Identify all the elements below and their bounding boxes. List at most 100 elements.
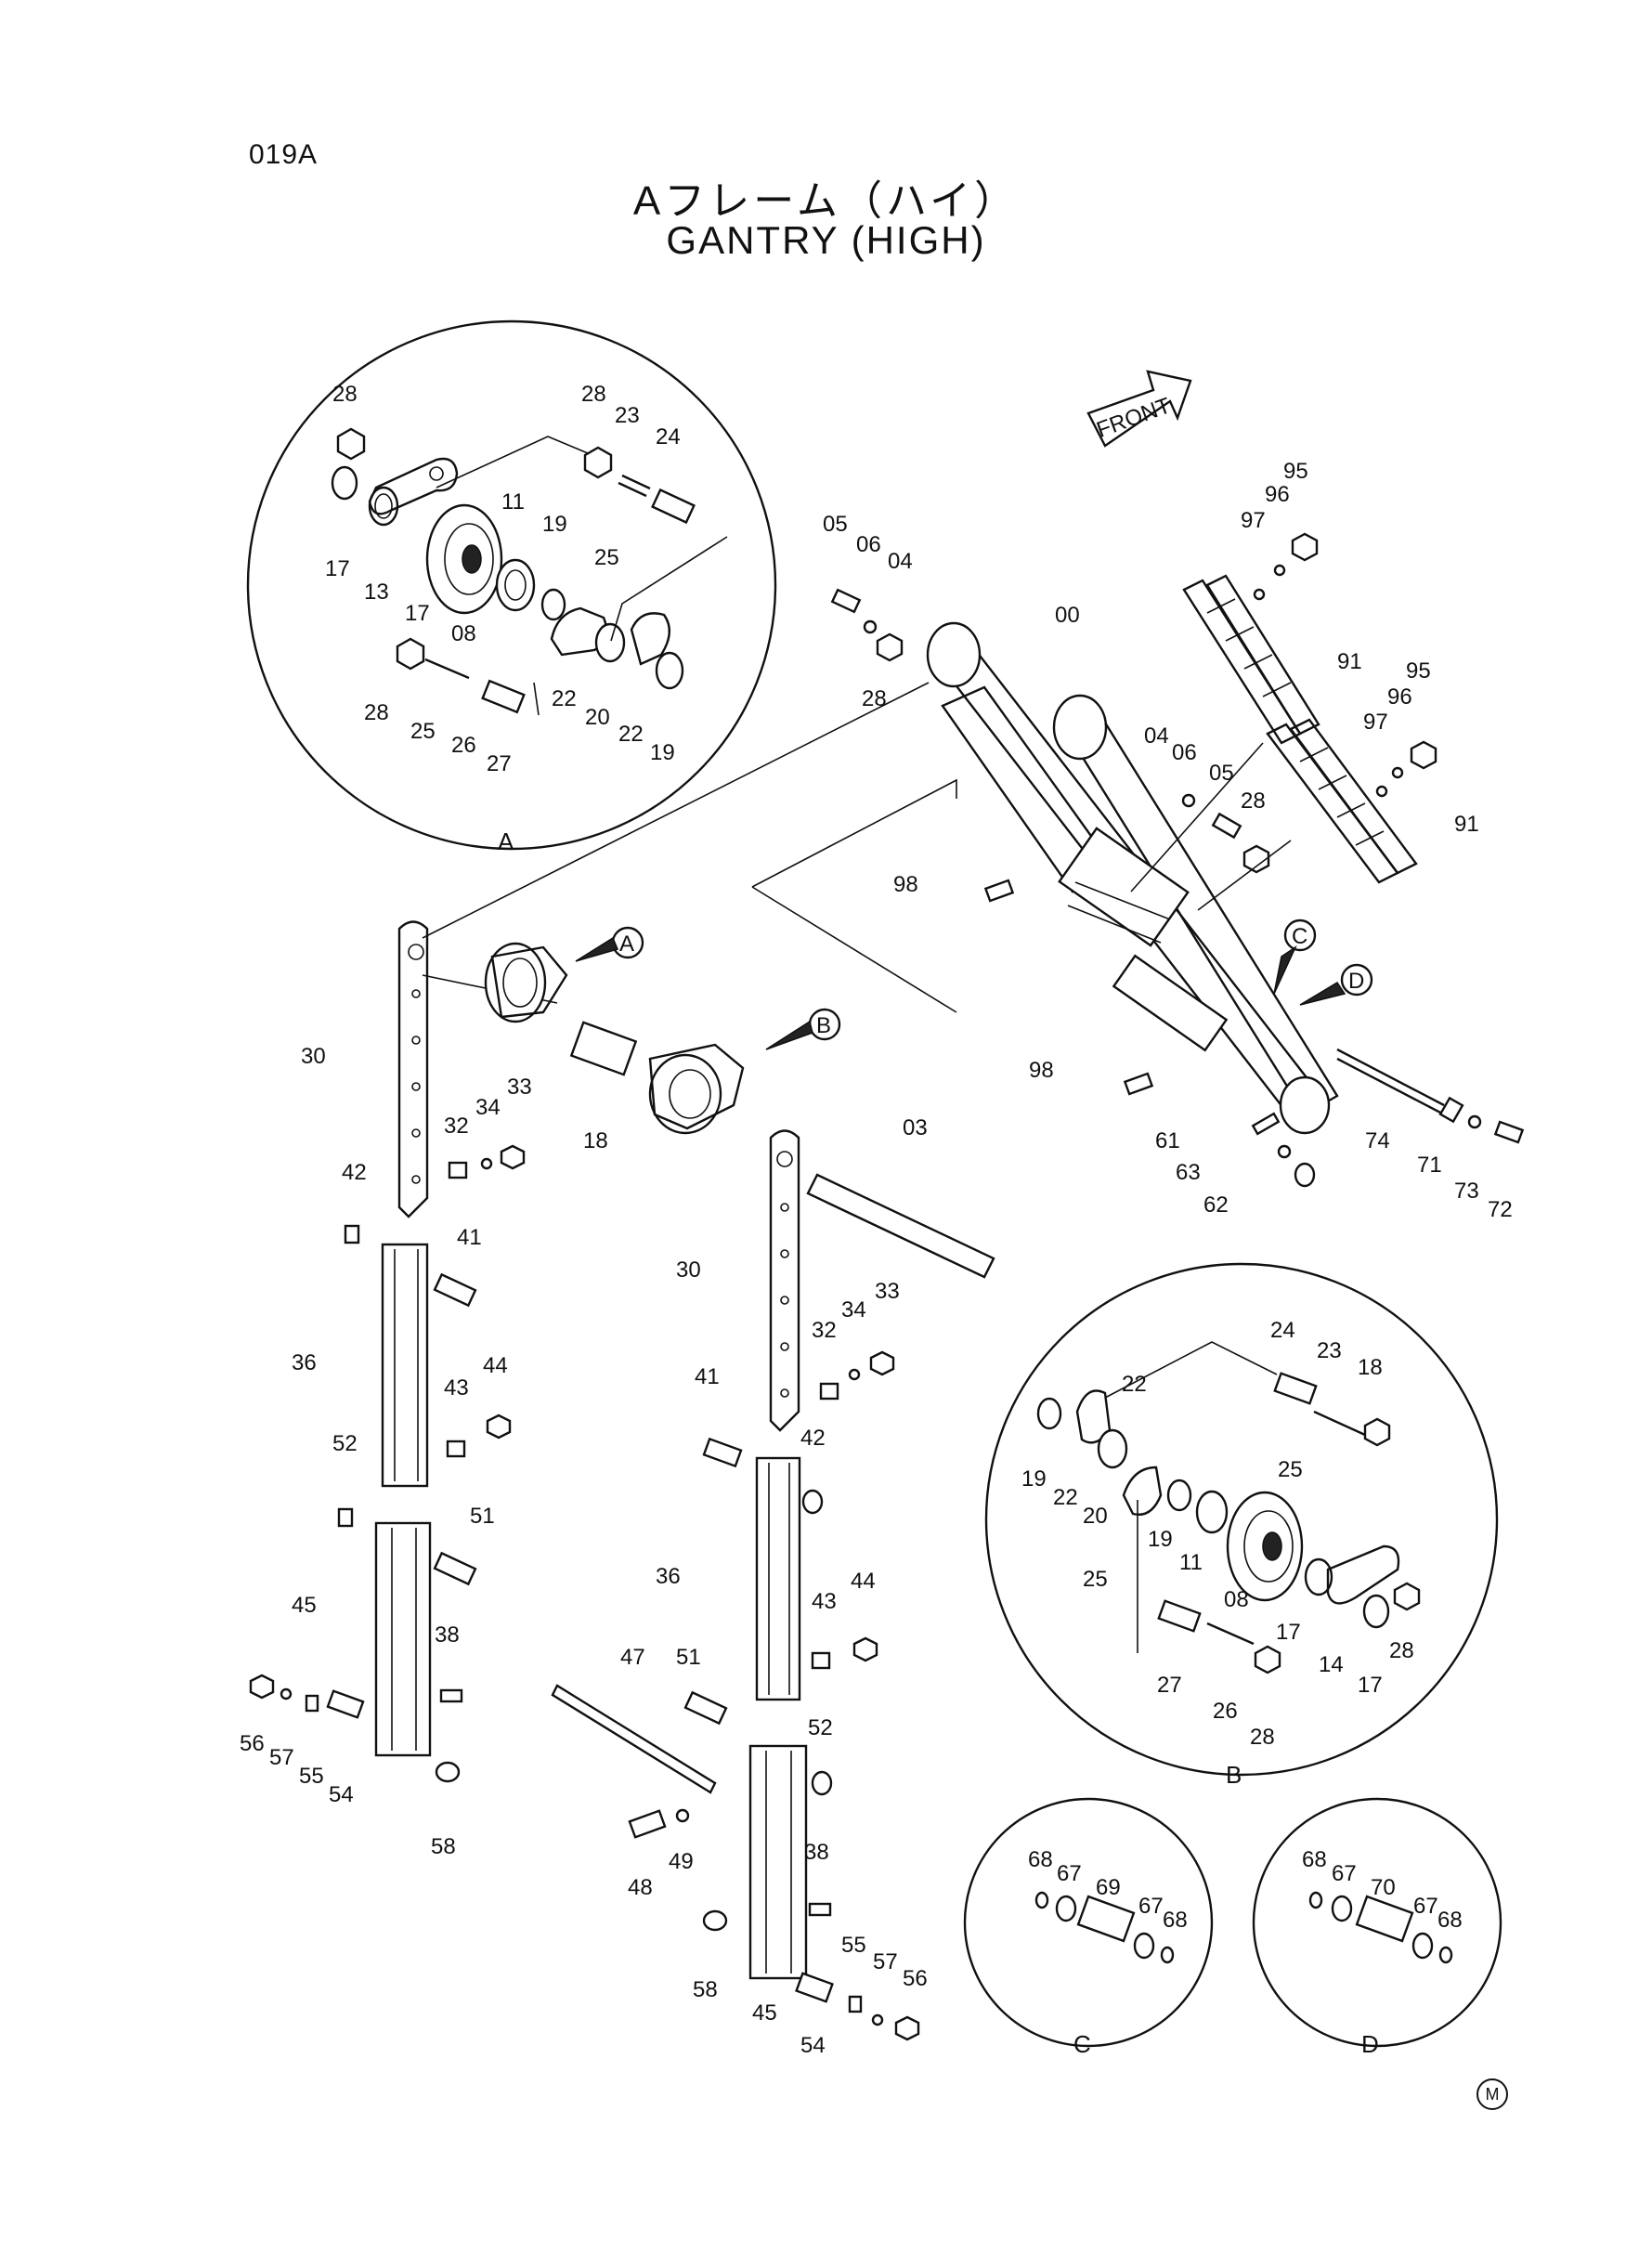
part-label: 18 [1358, 1355, 1383, 1380]
part-label: 95 [1406, 658, 1431, 684]
part-label: 33 [875, 1279, 900, 1304]
part-label: 19 [1148, 1527, 1173, 1552]
callout-d: D [1348, 969, 1364, 994]
part-label: 68 [1028, 1847, 1053, 1872]
part-label: 58 [693, 1977, 718, 2002]
part-label: 23 [1317, 1338, 1342, 1363]
part-label: 28 [364, 700, 389, 725]
part-label: 28 [581, 382, 606, 407]
callout-b: B [816, 1013, 831, 1038]
part-label: 36 [656, 1564, 681, 1589]
part-label: 28 [1250, 1725, 1275, 1750]
part-label: 04 [1144, 723, 1169, 749]
part-label: 28 [862, 686, 887, 711]
right-leg-assembly [551, 1129, 920, 2041]
part-label: 71 [1417, 1153, 1442, 1178]
part-label: 32 [812, 1318, 837, 1343]
part-label: 45 [752, 2000, 777, 2026]
part-number-labels: 28 17 13 28 23 24 11 19 25 17 08 28 25 2… [240, 382, 1513, 2058]
detail-b-view: B [984, 1262, 1499, 1789]
detail-d-label: D [1361, 2030, 1379, 2058]
part-label: 43 [812, 1589, 837, 1614]
part-label: 62 [1203, 1192, 1229, 1218]
part-label: 42 [342, 1160, 367, 1185]
detail-c-label: C [1073, 2030, 1091, 2058]
corner-circled-mark: M [1476, 2078, 1508, 2110]
part-label: 49 [669, 1849, 694, 1874]
part-label: 24 [1270, 1318, 1295, 1343]
part-label: 55 [841, 1933, 866, 1958]
part-label: 45 [292, 1593, 317, 1618]
part-label: 68 [1437, 1908, 1463, 1933]
part-label: 28 [1241, 788, 1266, 814]
part-label: 48 [628, 1875, 653, 1900]
part-label: 51 [676, 1645, 701, 1670]
part-label: 25 [594, 545, 619, 570]
part-label: 18 [583, 1128, 608, 1153]
part-label: 00 [1055, 603, 1080, 628]
part-label: 70 [1371, 1875, 1396, 1900]
part-label: 17 [1358, 1673, 1383, 1698]
part-label: 33 [507, 1075, 532, 1100]
part-label: 25 [410, 719, 436, 744]
part-label: 44 [483, 1353, 508, 1378]
part-label: 34 [841, 1297, 866, 1322]
part-label: 61 [1155, 1128, 1180, 1153]
part-label: 17 [1276, 1620, 1301, 1645]
part-label: 03 [903, 1115, 928, 1140]
part-label: 69 [1096, 1875, 1121, 1900]
part-label: 22 [1053, 1485, 1078, 1510]
part-label: 44 [851, 1569, 876, 1594]
part-label: 24 [656, 424, 681, 449]
part-label: 38 [804, 1840, 829, 1865]
part-label: 57 [269, 1745, 294, 1770]
part-label: 47 [620, 1645, 645, 1670]
part-label: 54 [800, 2033, 826, 2058]
part-label: 67 [1332, 1861, 1357, 1886]
part-label: 67 [1057, 1861, 1082, 1886]
callout-c: C [1292, 924, 1307, 949]
part-label: 17 [405, 601, 430, 626]
part-label: 63 [1176, 1160, 1201, 1185]
part-label: 20 [585, 705, 610, 730]
page-title-japanese: Aフレーム（ハイ） [632, 178, 1020, 224]
part-label: 56 [240, 1731, 265, 1756]
front-direction-arrow: FRONT [1086, 370, 1192, 448]
detail-a-view: A [246, 319, 777, 855]
part-label: 96 [1387, 684, 1412, 710]
part-label: 08 [451, 621, 476, 646]
part-label: 68 [1163, 1908, 1188, 1933]
part-label: 27 [487, 751, 512, 776]
part-label: 22 [552, 686, 577, 711]
part-label: 14 [1319, 1652, 1344, 1677]
callout-a: A [619, 932, 634, 957]
part-label: 20 [1083, 1504, 1108, 1529]
part-label: 08 [1224, 1587, 1249, 1612]
part-label: 67 [1413, 1894, 1438, 1919]
part-label: 25 [1278, 1457, 1303, 1482]
page-title-english: GANTRY (HIGH) [666, 218, 986, 262]
detail-c-view: C [963, 1797, 1214, 2058]
part-label: 98 [1029, 1058, 1054, 1083]
part-label: 57 [873, 1949, 898, 1974]
part-label: 06 [1172, 740, 1197, 765]
part-label: 05 [1209, 761, 1234, 786]
part-label: 04 [888, 549, 913, 574]
part-label: 27 [1157, 1673, 1182, 1698]
part-label: 13 [364, 580, 389, 605]
part-label: 41 [695, 1364, 720, 1389]
part-label: 32 [444, 1114, 469, 1139]
part-label: 74 [1365, 1128, 1390, 1153]
part-label: 67 [1138, 1894, 1164, 1919]
part-label: 91 [1454, 812, 1479, 837]
part-label: 28 [1389, 1638, 1414, 1663]
part-label: 55 [299, 1764, 324, 1789]
part-label: 73 [1454, 1179, 1479, 1204]
part-label: 51 [470, 1504, 495, 1529]
part-label: 72 [1488, 1197, 1513, 1222]
part-label: 11 [501, 489, 525, 515]
detail-a-label: A [498, 827, 514, 855]
part-label: 06 [856, 532, 881, 557]
part-label: 30 [301, 1044, 326, 1069]
